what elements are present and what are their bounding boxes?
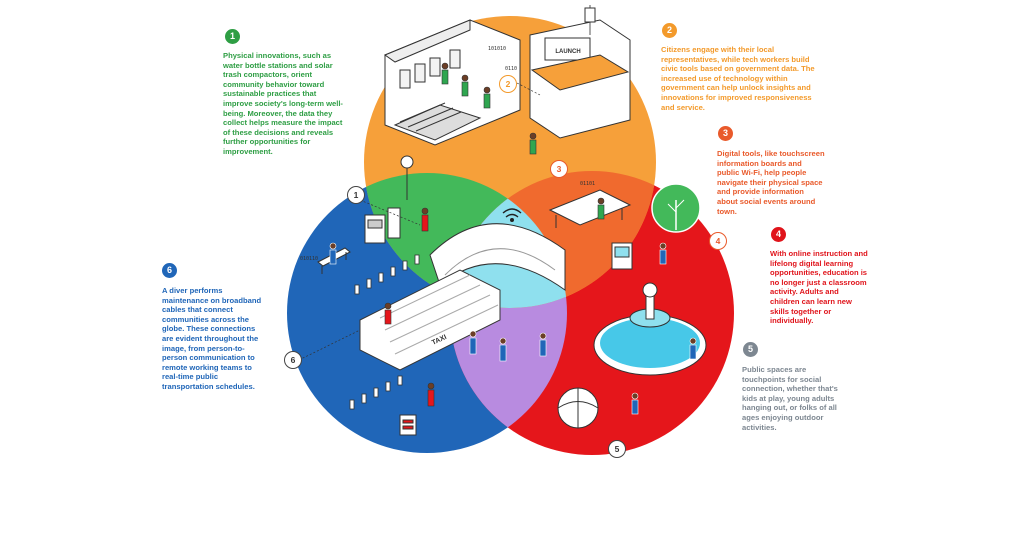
people xyxy=(329,62,697,415)
taxi-bus xyxy=(359,269,501,371)
marker-3: 3 xyxy=(550,160,568,178)
wifi-icon xyxy=(502,208,522,222)
callout-5-text: Public spaces are touchpoints for social… xyxy=(742,365,838,432)
callout-6-badge: 6 xyxy=(162,263,177,278)
svg-text:101010: 101010 xyxy=(488,46,506,52)
marker-1: 1 xyxy=(347,186,365,204)
marker-6: 6 xyxy=(284,351,302,369)
picnic-table xyxy=(548,189,632,228)
callout-3-text: Digital tools, like touchscreen informat… xyxy=(717,149,825,216)
sign-board xyxy=(399,414,417,436)
marker-2: 2 xyxy=(499,75,517,93)
launch-sign: LAUNCH xyxy=(555,49,580,55)
play-sphere xyxy=(557,387,599,429)
info-kiosk xyxy=(611,242,633,270)
callout-1-badge: 1 xyxy=(225,29,240,44)
transit-tunnel xyxy=(429,223,566,291)
callout-3-badge: 3 xyxy=(718,126,733,141)
callout-5-badge: 5 xyxy=(743,342,758,357)
signpost xyxy=(400,155,414,200)
launch-storefront xyxy=(529,5,631,139)
green-overlap xyxy=(364,173,567,308)
svg-text:01101: 01101 xyxy=(580,181,595,187)
tree xyxy=(651,183,701,233)
marker-4: 4 xyxy=(709,232,727,250)
marker-5: 5 xyxy=(608,440,626,458)
civic-building xyxy=(383,19,521,146)
data-stream: 101010 0110 01101 010110 xyxy=(300,46,595,262)
callout-2-text: Citizens engage with their local represe… xyxy=(661,45,815,112)
callout-6-text: A diver performs maintenance on broadban… xyxy=(162,286,262,391)
callout-2-badge: 2 xyxy=(662,23,677,38)
callout-1-text: Physical innovations, such as water bott… xyxy=(223,51,343,156)
svg-text:0110: 0110 xyxy=(505,66,517,72)
svg-text:010110: 010110 xyxy=(300,256,318,262)
connector-lines xyxy=(298,82,541,361)
callout-4-badge: 4 xyxy=(771,227,786,242)
callout-4-text: With online instruction and lifelong dig… xyxy=(770,249,868,326)
bollards xyxy=(349,254,420,410)
fountain xyxy=(593,282,707,376)
